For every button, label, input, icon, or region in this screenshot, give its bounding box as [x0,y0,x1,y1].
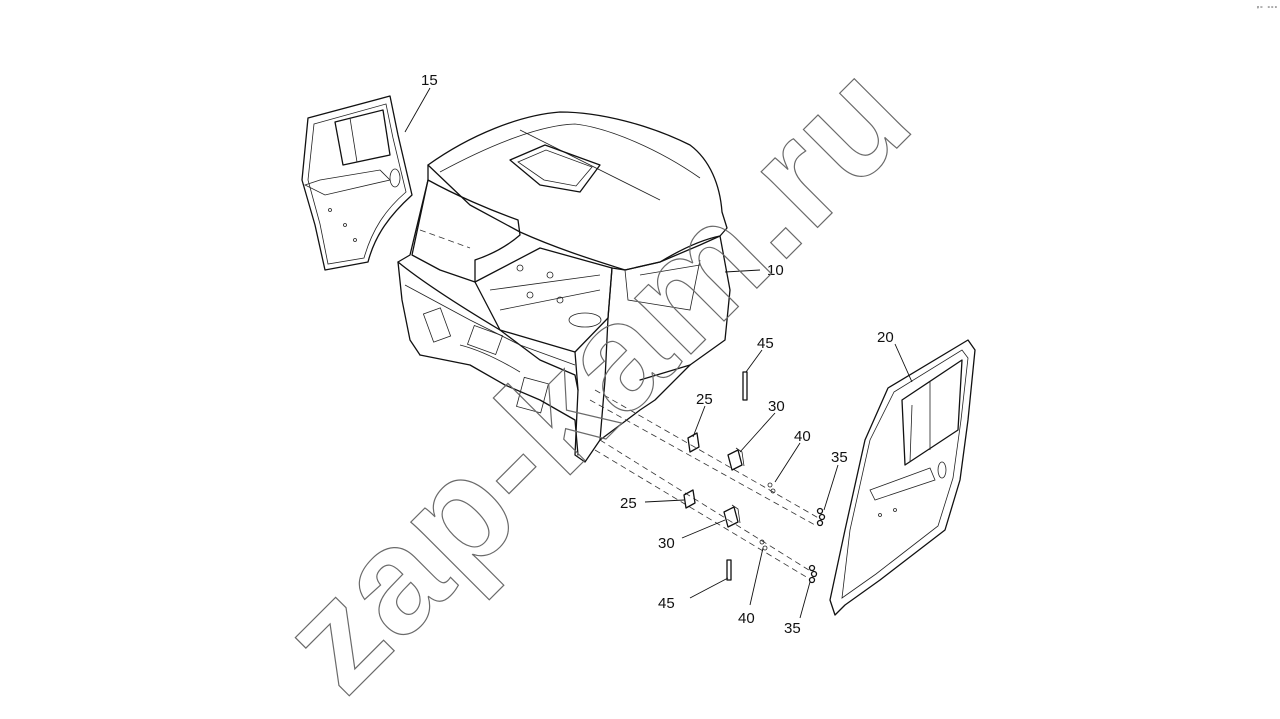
corner-mark: ᵍᵒ ᵒᵒᵒ [1256,5,1278,12]
callout-35-upper: 35 [831,449,848,466]
left-door [301,87,431,271]
callout-10: 10 [767,262,784,279]
right-door [829,339,976,616]
callout-35-lower: 35 [784,620,801,637]
callout-45-lower: 45 [658,595,675,612]
callout-25-lower: 25 [620,495,637,512]
hinge-hardware [589,349,839,619]
callout-40-upper: 40 [794,428,811,445]
cab-body [397,111,761,463]
callout-25-upper: 25 [696,391,713,408]
callout-15: 15 [421,72,438,89]
callout-40-lower: 40 [738,610,755,627]
callout-45-upper: 45 [757,335,774,352]
callout-20: 20 [877,329,894,346]
callout-30-lower: 30 [658,535,675,552]
callout-30-upper: 30 [768,398,785,415]
